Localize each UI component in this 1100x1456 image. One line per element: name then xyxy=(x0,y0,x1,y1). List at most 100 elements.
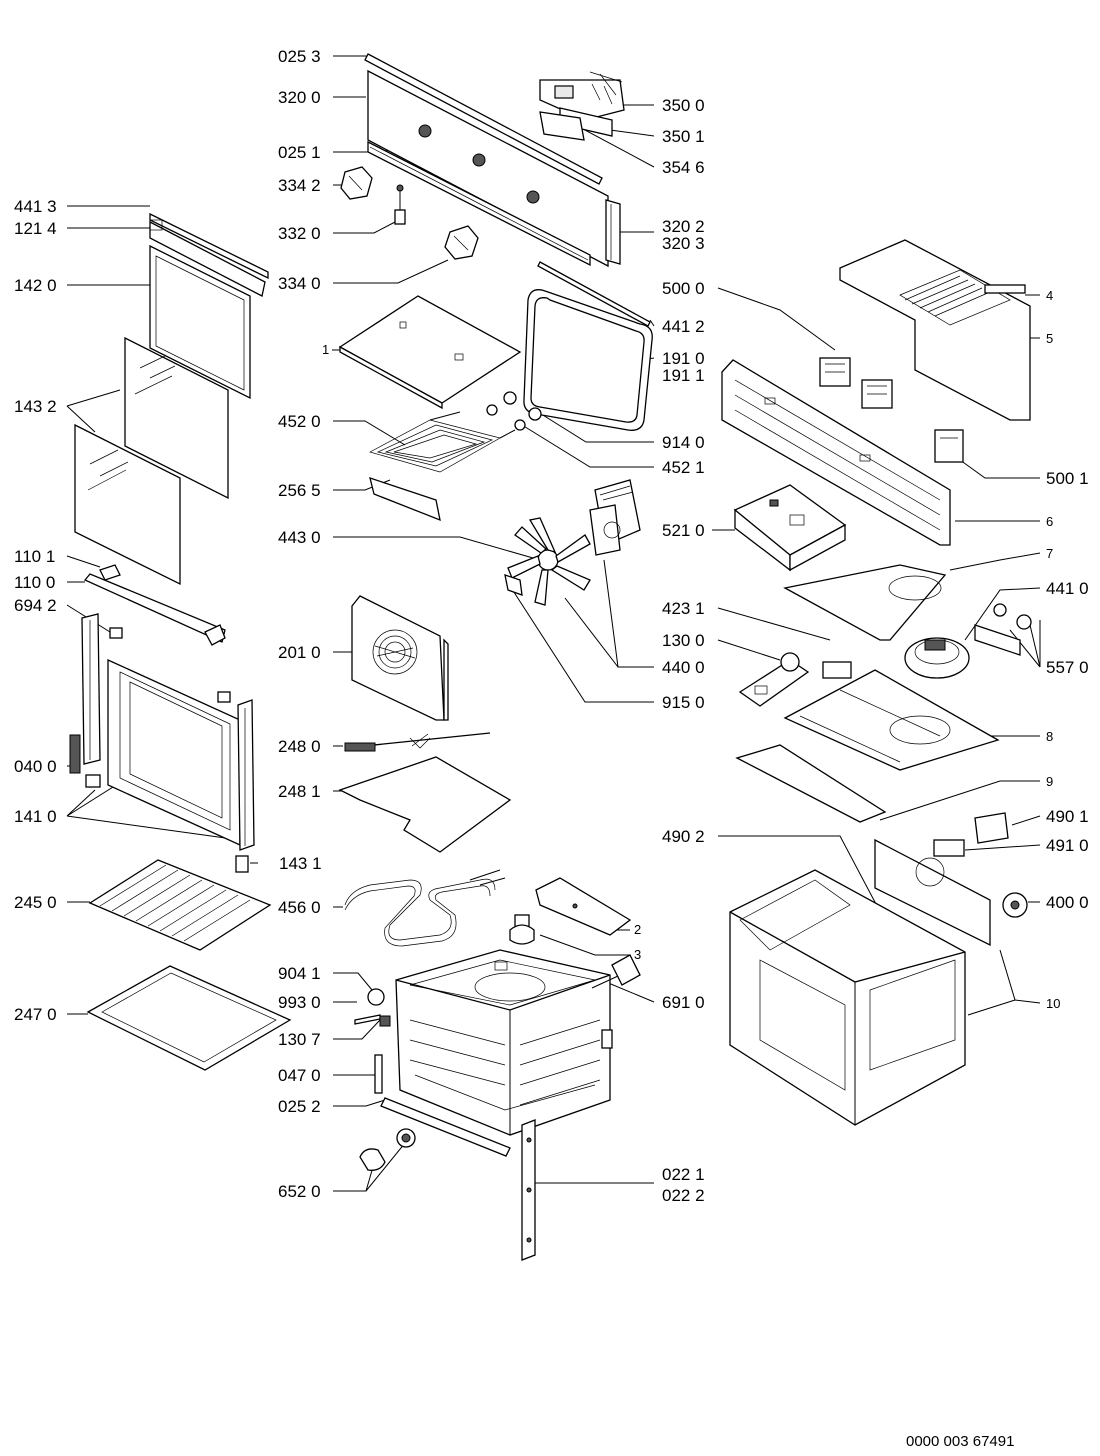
label-2480: 248 0 xyxy=(278,737,321,756)
label-4000: 400 0 xyxy=(1046,893,1089,912)
part-4400-fan-motor xyxy=(589,479,641,556)
label-0221: 022 1 xyxy=(662,1165,705,1184)
part-4430-fan-blade xyxy=(504,517,591,606)
part-2481-spit-frame xyxy=(338,756,512,853)
part-1-top-plate xyxy=(338,295,522,410)
label-4901: 490 1 xyxy=(1046,807,1089,826)
part-6-front-frame xyxy=(721,359,951,546)
part-1307-nut xyxy=(379,1015,391,1027)
label-3342: 334 2 xyxy=(278,176,321,195)
part-5210-pcb xyxy=(733,484,847,572)
part-4231-terminal xyxy=(822,661,852,679)
label-1100: 110 0 xyxy=(14,573,55,592)
label-4560: 456 0 xyxy=(278,898,321,917)
label-4: 4 xyxy=(1046,288,1053,303)
label-1420: 142 0 xyxy=(14,276,57,295)
label-2: 2 xyxy=(634,922,641,937)
label-1101: 110 1 xyxy=(14,547,55,566)
part-1910-gasket xyxy=(523,289,653,431)
part-3342-knob xyxy=(340,166,373,200)
label-4410: 441 0 xyxy=(1046,579,1089,598)
part-2480-rotisserie-spit xyxy=(344,732,491,752)
part-4520-grill-element xyxy=(369,391,542,473)
label-2470: 247 0 xyxy=(14,1005,57,1024)
part-0253-rod xyxy=(364,53,603,185)
part-4410-cooling-fan xyxy=(904,637,970,679)
label-4412: 441 2 xyxy=(662,317,705,336)
label-4910: 491 0 xyxy=(1046,836,1089,855)
part-0400-hinge xyxy=(69,734,101,788)
label-1300: 130 0 xyxy=(662,631,705,650)
label-1432: 143 2 xyxy=(14,397,57,416)
label-0251: 025 1 xyxy=(278,143,321,162)
label-3200: 320 0 xyxy=(278,88,321,107)
label-5210: 521 0 xyxy=(662,521,705,540)
part-4560-lower-element xyxy=(344,869,506,947)
part-3-lamp xyxy=(509,914,535,945)
label-5: 5 xyxy=(1046,331,1053,346)
label-1: 1 xyxy=(322,342,329,357)
part-3200-control-panel xyxy=(367,69,609,268)
part-0251-bracket xyxy=(367,140,591,267)
label-0252: 025 2 xyxy=(278,1097,321,1116)
part-5000-relays xyxy=(819,357,893,409)
label-10: 10 xyxy=(1046,996,1060,1011)
label-0253: 025 3 xyxy=(278,47,321,66)
part-3500-electronic-board xyxy=(539,71,625,121)
part-oven-cavity xyxy=(395,949,613,1136)
part-3202-trim xyxy=(605,199,621,265)
label-9041: 904 1 xyxy=(278,964,321,983)
label-2565: 256 5 xyxy=(278,481,321,500)
part-1420-inner-glass xyxy=(149,244,251,400)
part-4413-door-top-profile xyxy=(149,212,269,297)
label-4231: 423 1 xyxy=(662,599,705,618)
label-9140: 914 0 xyxy=(662,433,705,452)
label-1214: 121 4 xyxy=(14,219,57,238)
part-hinge-right xyxy=(217,691,255,851)
part-4412-rod xyxy=(537,261,651,327)
label-4520: 452 0 xyxy=(278,412,321,431)
label-3320: 332 0 xyxy=(278,224,321,243)
label-6: 6 xyxy=(1046,514,1053,529)
part-1432-glass-panels xyxy=(74,336,229,586)
part-8-bottom-plate xyxy=(783,669,1000,771)
part-4-top-housing xyxy=(839,239,1031,421)
label-2450: 245 0 xyxy=(14,893,57,912)
label-8: 8 xyxy=(1046,729,1053,744)
label-9150: 915 0 xyxy=(662,693,705,712)
label-7: 7 xyxy=(1046,546,1053,561)
reference-number: 0000 003 67491 xyxy=(906,1433,1014,1450)
part-hinge-left xyxy=(81,613,101,765)
label-4400: 440 0 xyxy=(662,658,705,677)
part-9930-screw xyxy=(354,1014,381,1025)
part-6910-probe-socket xyxy=(591,954,641,989)
label-0400: 040 0 xyxy=(14,757,57,776)
label-0470: 047 0 xyxy=(278,1066,321,1085)
label-1307: 130 7 xyxy=(278,1030,321,1049)
label-6520: 652 0 xyxy=(278,1182,321,1201)
part-1100-handle xyxy=(83,573,226,646)
label-9930: 993 0 xyxy=(278,993,321,1012)
part-0221-rail xyxy=(521,1119,536,1261)
label-6942: 694 2 xyxy=(14,596,57,615)
parts-drawing xyxy=(69,53,1032,1261)
part-9-plate xyxy=(735,744,887,823)
part-9041-cap xyxy=(367,988,385,1006)
part-2470-baking-tray xyxy=(86,965,292,1071)
label-0222: 022 2 xyxy=(662,1186,705,1205)
label-1431: 143 1 xyxy=(279,854,322,873)
part-3320-switch xyxy=(394,184,406,225)
part-0252-bracket xyxy=(380,1097,511,1157)
part-2010-fan-cover xyxy=(351,595,449,721)
part-7-fan-plate xyxy=(783,564,947,641)
label-5000: 500 0 xyxy=(662,279,705,298)
label-4521: 452 1 xyxy=(662,458,705,477)
part-2-bracket xyxy=(535,877,632,936)
label-1910: 191 0 xyxy=(662,349,705,368)
label-2010: 201 0 xyxy=(278,643,321,662)
callout-labels: 025 3 320 0 025 1 334 2 332 0 334 0 1 45… xyxy=(14,47,1089,1450)
label-9: 9 xyxy=(1046,774,1053,789)
label-3546: 354 6 xyxy=(662,158,705,177)
label-5570: 557 0 xyxy=(1046,658,1089,677)
